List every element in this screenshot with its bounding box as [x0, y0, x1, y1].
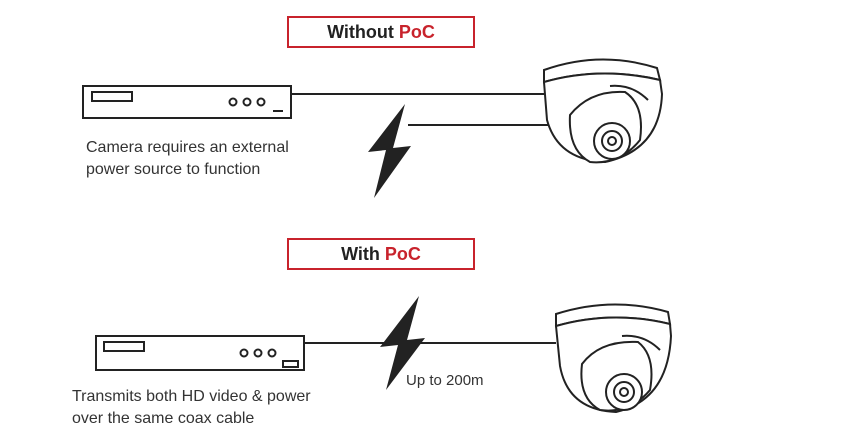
caption-without-poc: Camera requires an external power source… — [86, 137, 289, 181]
caption-line: over the same coax cable — [72, 410, 255, 427]
distance-label: Up to 200m — [406, 372, 484, 389]
title-prefix: With — [341, 243, 380, 264]
title-badge-without-poc: Without PoC — [287, 16, 475, 48]
dome-camera-icon — [542, 58, 664, 164]
dvr-recorder-icon — [82, 85, 292, 119]
title-prefix: Without — [327, 21, 394, 42]
lightning-bolt-icon — [380, 296, 425, 390]
caption-line: power source to function — [86, 161, 261, 178]
caption-line: Camera requires an external — [86, 139, 289, 156]
lightning-bolt-icon — [368, 104, 411, 198]
title-badge-with-poc: With PoC — [287, 238, 475, 270]
caption-with-poc: Transmits both HD video & power over the… — [72, 386, 311, 430]
caption-line: Transmits both HD video & power — [72, 388, 311, 405]
dvr-recorder-icon — [95, 335, 305, 371]
dome-camera-icon — [554, 303, 673, 414]
title-accent: PoC — [398, 21, 435, 42]
cable-lines — [291, 93, 554, 126]
title-accent: PoC — [384, 243, 421, 264]
